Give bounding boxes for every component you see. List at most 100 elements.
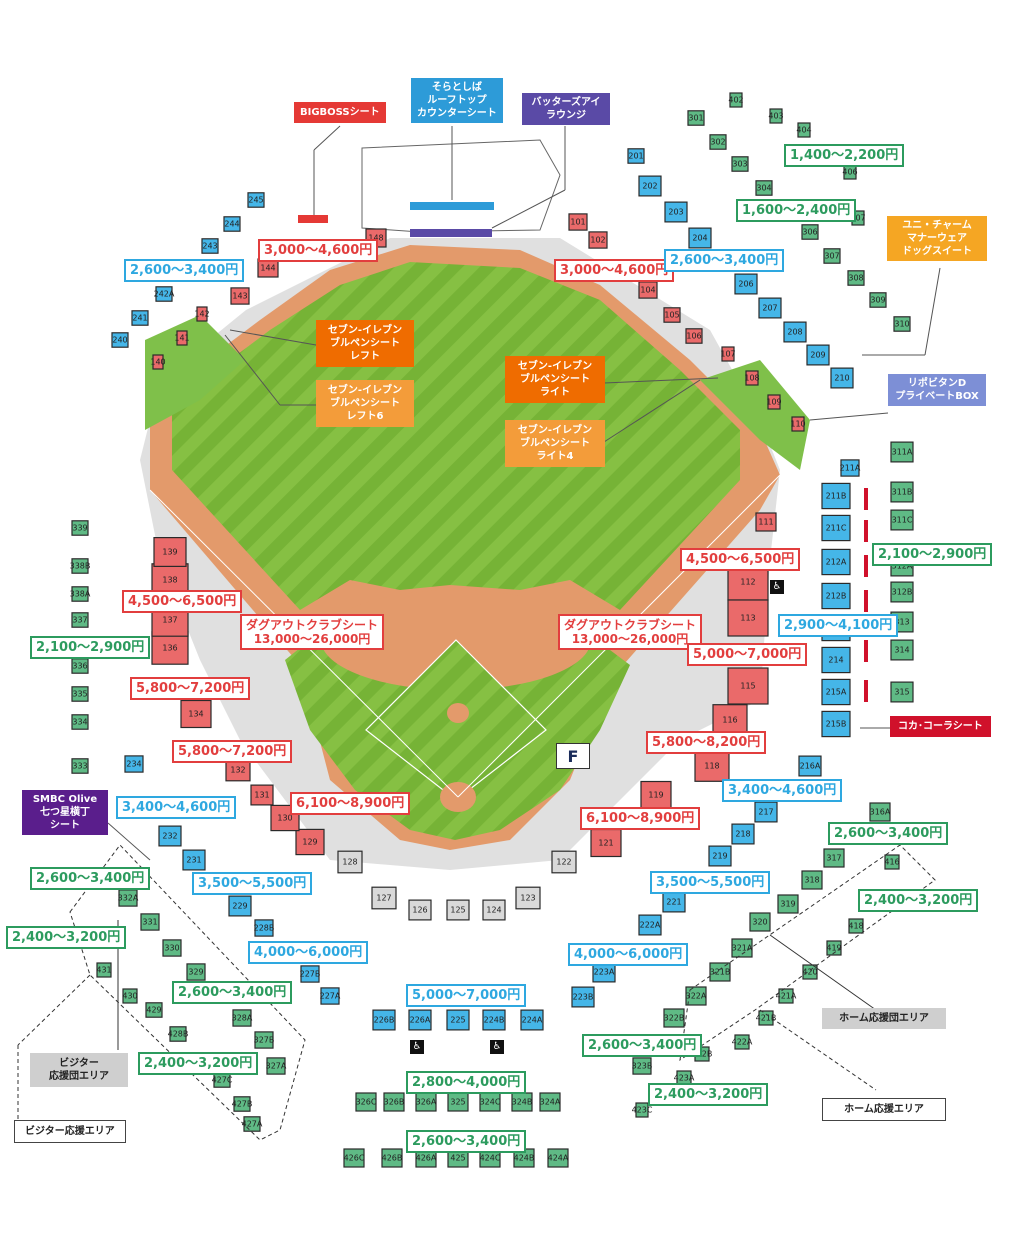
seat-section-421b[interactable] [758,1010,774,1026]
seat-section-422a[interactable] [734,1034,750,1050]
rooftop-counter-seat[interactable] [410,202,494,210]
seat-section-404[interactable] [797,122,811,138]
seat-section-420[interactable] [802,964,818,980]
seat-section-423c[interactable] [635,1102,649,1118]
seat-section-316a[interactable] [869,802,891,822]
seat-section-141[interactable] [176,330,188,346]
seat-section-139[interactable] [153,536,187,567]
seat-section-208[interactable] [783,321,807,343]
seat-section-402[interactable] [729,92,743,108]
seat-section-225[interactable] [446,1009,470,1031]
seat-section-311a[interactable] [890,441,914,463]
seat-section-240[interactable] [111,332,129,348]
seat-section-312b[interactable] [890,581,914,603]
seat-section-134[interactable] [180,699,212,729]
seat-section-311b[interactable] [890,481,914,503]
seat-section-119[interactable] [640,780,672,810]
seat-section-326b[interactable] [383,1092,405,1112]
seat-section-245[interactable] [247,192,265,208]
seat-section-302[interactable] [709,134,727,150]
seat-section-206[interactable] [734,273,758,295]
seat-section-308[interactable] [847,270,865,286]
seat-section-215a[interactable] [821,678,851,706]
seat-section-334[interactable] [71,714,89,730]
bigboss-seat[interactable] [298,215,328,223]
seat-section-204[interactable] [688,227,712,249]
seat-section-427b[interactable] [233,1096,251,1112]
seat-section-224a[interactable] [520,1009,544,1031]
seat-section-311c[interactable] [890,509,914,531]
seat-section-301[interactable] [687,110,705,126]
seat-section-429[interactable] [145,1002,163,1018]
seat-section-338b[interactable] [71,558,89,574]
seat-section-125[interactable] [446,899,470,921]
seat-section-211c[interactable] [821,514,851,542]
seat-section-211a[interactable] [840,459,860,477]
bigboss-seat-label[interactable]: BIGBOSSシート [294,102,386,123]
seat-section-128[interactable] [337,850,363,874]
seat-section-115[interactable] [727,667,769,705]
seat-section-129[interactable] [295,828,325,856]
cocacola-seat-label[interactable]: コカ･コーラシート [890,716,991,737]
seat-section-110[interactable] [791,416,805,432]
seat-section-327b[interactable] [254,1031,274,1049]
seat-section-241[interactable] [131,310,149,326]
seat-section-127[interactable] [371,886,397,910]
seat-section-207[interactable] [758,297,782,319]
seat-section-121[interactable] [590,828,622,858]
seat-section-327a[interactable] [266,1057,286,1075]
seat-section-111[interactable] [755,512,777,532]
seat-section-203[interactable] [664,201,688,223]
seat-section-339[interactable] [71,520,89,536]
seat-section-202[interactable] [638,175,662,197]
seat-section-107[interactable] [721,346,735,362]
seat-section-330[interactable] [162,939,182,957]
seat-section-101[interactable] [568,213,588,231]
seat-section-227b[interactable] [300,965,320,983]
seat-section-424a[interactable] [547,1148,569,1168]
seat-section-314[interactable] [890,639,914,661]
seat-section-319[interactable] [777,894,799,914]
seat-section-222a[interactable] [638,914,662,936]
seat-section-322b[interactable] [663,1008,685,1028]
seat-section-108[interactable] [745,370,759,386]
seat-section-430[interactable] [122,988,138,1004]
bullpen-right4-label[interactable]: セブン-イレブン ブルペンシート ライト4 [505,420,605,467]
seat-section-306[interactable] [801,224,819,240]
seat-section-143[interactable] [230,287,250,305]
seat-section-324a[interactable] [539,1092,561,1112]
seat-section-216a[interactable] [798,755,822,777]
seat-section-131[interactable] [250,784,274,806]
seat-section-226a[interactable] [408,1009,432,1031]
seat-section-431[interactable] [96,962,112,978]
bullpen-left6-label[interactable]: セブン-イレブン ブルペンシート レフト6 [316,380,414,427]
seat-section-310[interactable] [893,316,911,332]
seat-section-333[interactable] [71,758,89,774]
seat-section-307[interactable] [823,248,841,264]
seat-section-321a[interactable] [731,938,753,958]
seat-section-234[interactable] [124,755,144,773]
unicharm-dog-suite-label[interactable]: ユニ・チャーム マナーウェア ドッグスイート [887,216,987,261]
seat-section-309[interactable] [869,292,887,308]
seat-section-321b[interactable] [709,962,731,982]
seat-section-122[interactable] [551,850,577,874]
smbc-olive-seat-label[interactable]: SMBC Olive 七つ星横丁 シート [22,790,108,835]
seat-section-123[interactable] [515,886,541,910]
batters-eye-lounge[interactable] [410,229,492,237]
seat-section-218[interactable] [731,823,755,845]
seat-section-113[interactable] [727,599,769,637]
seat-section-315[interactable] [890,681,914,703]
seat-section-428b[interactable] [169,1026,187,1042]
seat-section-426b[interactable] [381,1148,403,1168]
seat-section-228b[interactable] [254,919,274,937]
seat-section-331[interactable] [140,913,160,931]
seat-section-335[interactable] [71,686,89,702]
seat-section-329[interactable] [186,963,206,981]
seat-section-318[interactable] [801,870,823,890]
seat-section-116[interactable] [712,704,748,736]
seat-section-106[interactable] [685,328,703,344]
seat-section-227a[interactable] [320,987,340,1005]
seat-section-226b[interactable] [372,1009,396,1031]
seat-section-217[interactable] [754,801,778,823]
